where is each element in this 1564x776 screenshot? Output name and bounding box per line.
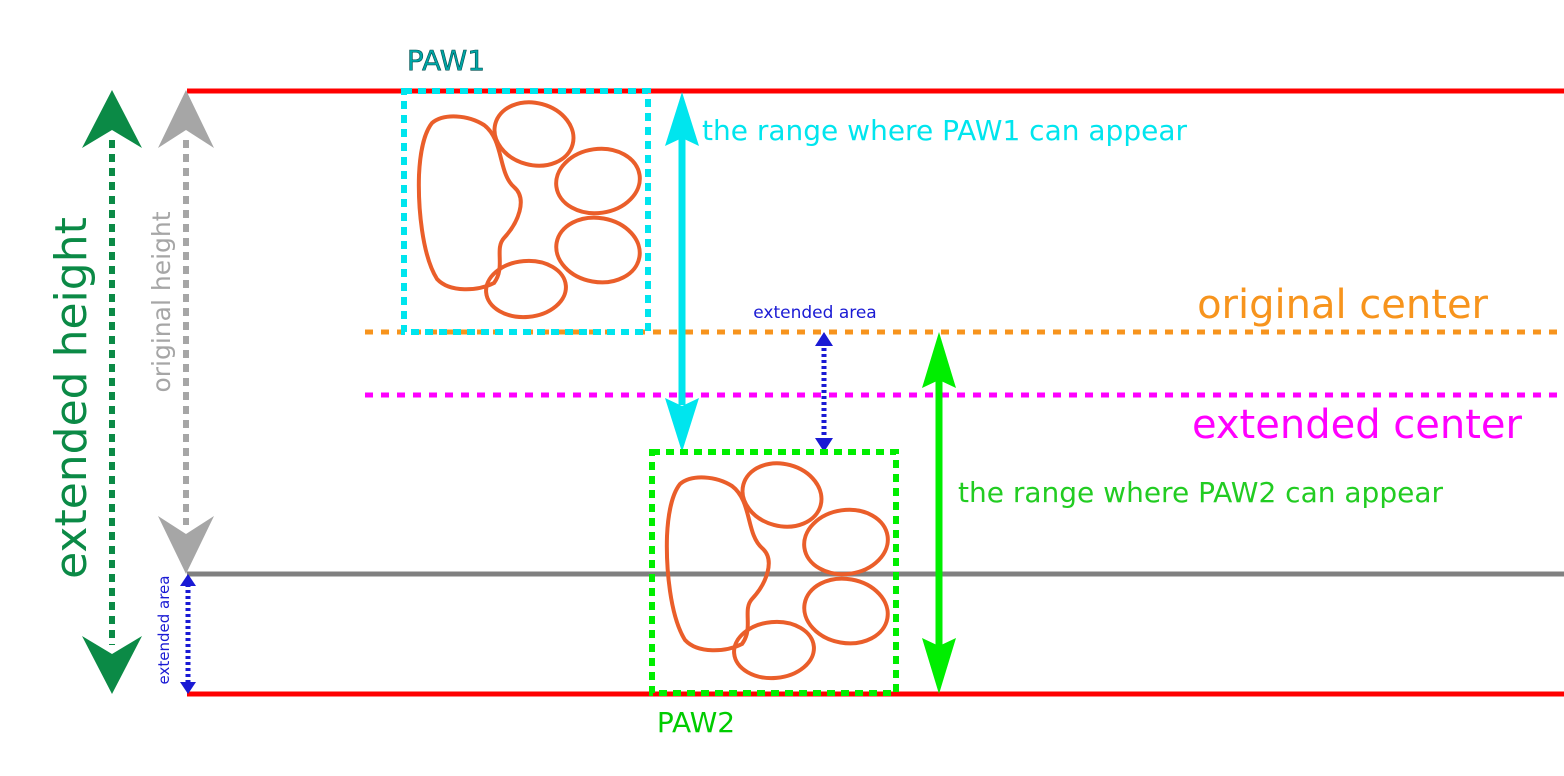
paw2-paw-print-icon bbox=[664, 452, 895, 684]
extended-area-left-arrow-head-up bbox=[180, 574, 196, 586]
paw1-label: PAW1 bbox=[407, 44, 485, 77]
original-height-arrow-head-up bbox=[158, 90, 214, 148]
extended-height-arrow-head-down bbox=[82, 636, 142, 694]
paw2-range-arrow-head-down bbox=[922, 638, 956, 694]
extended-area-left-label: extended area bbox=[155, 576, 173, 685]
original-height-label: original height bbox=[147, 211, 176, 392]
paw1-range-label: the range where PAW1 can appear bbox=[702, 114, 1187, 147]
extended-area-middle-arrow-head-up bbox=[815, 332, 833, 346]
paw1-range-arrow-head-up bbox=[665, 92, 699, 146]
paw2-bounding-box bbox=[649, 449, 899, 696]
original-center-label: original center bbox=[1197, 282, 1488, 328]
extended-area-middle-label: extended area bbox=[753, 303, 876, 323]
extended-height-arrow-head-up bbox=[82, 90, 142, 148]
extended-area-middle-arrow-head-down bbox=[815, 438, 833, 452]
original-height-arrow-head-down bbox=[158, 516, 214, 574]
extended-height-label: extended height bbox=[46, 217, 97, 579]
extended-center-label: extended center bbox=[1192, 402, 1523, 448]
paw2-range-label: the range where PAW2 can appear bbox=[958, 476, 1443, 509]
paw1-bounding-box bbox=[401, 88, 651, 335]
paw1-range-arrow-head-down bbox=[665, 398, 699, 452]
paw2-range-arrow-head-up bbox=[922, 332, 956, 388]
extended-area-left-arrow-head-down bbox=[180, 682, 196, 694]
paw2-label: PAW2 bbox=[657, 706, 735, 739]
paw1-paw-print-icon bbox=[416, 91, 647, 323]
